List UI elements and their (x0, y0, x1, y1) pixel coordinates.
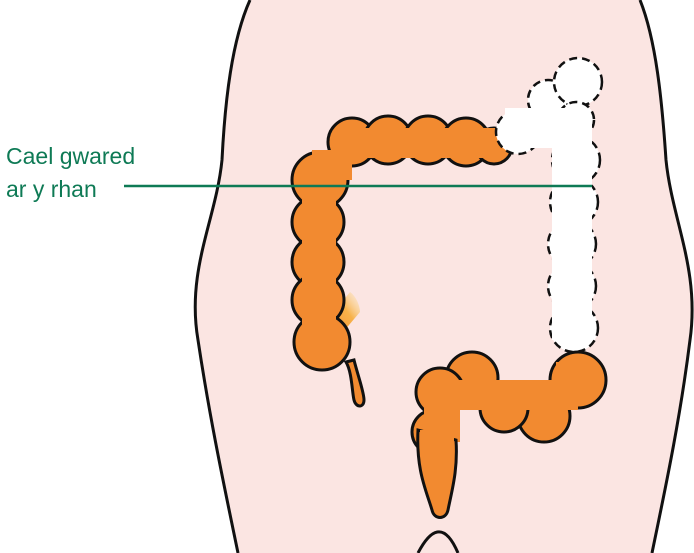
removal-label: Cael gwared ar y rhan (6, 140, 135, 206)
removal-label-line1: Cael gwared (6, 140, 135, 173)
removal-label-line2: ar y rhan (6, 173, 135, 206)
